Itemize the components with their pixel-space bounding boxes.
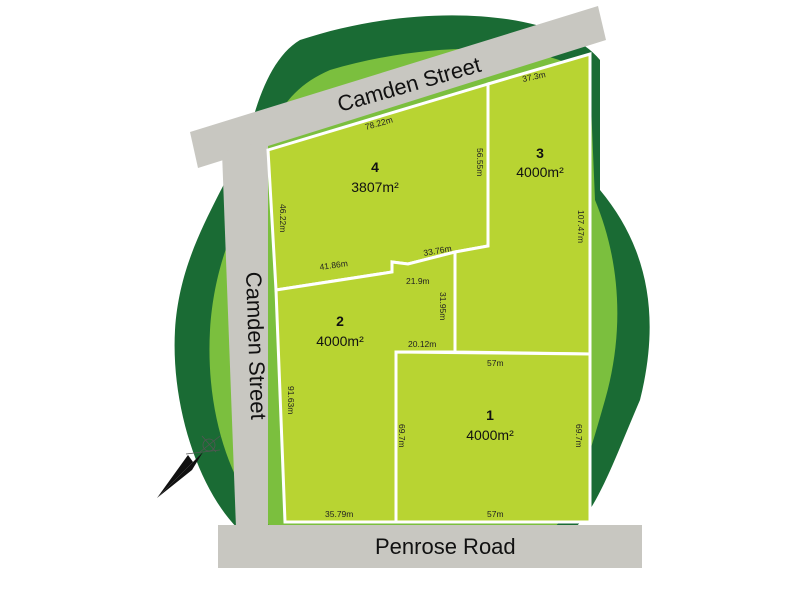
lot-2-area: 4000m² — [316, 333, 364, 349]
lot-4-dim-left: 46.22m — [278, 204, 288, 232]
camden-street-top-road — [190, 6, 606, 168]
camden-street-left-label: Camden Street — [241, 271, 271, 420]
lot-4-dim-bottom-left: 41.86m — [319, 258, 348, 272]
lot-1-dim-right: 69.7m — [574, 424, 584, 448]
lot-2-dim-top: 20.12m — [408, 339, 436, 349]
lot-2-number: 2 — [336, 313, 344, 329]
lot-3-dim-top: 37.3m — [521, 69, 546, 84]
penrose-road-label: Penrose Road — [375, 534, 516, 559]
lot-1-dim-bottom: 57m — [487, 509, 504, 519]
lot-1-dim-top: 57m — [487, 358, 504, 368]
lot-2-dim-step: 21.9m — [406, 276, 430, 286]
lot-3-number: 3 — [536, 145, 544, 161]
lot-4-dim-bottom-right: 33.76m — [423, 243, 453, 258]
lot-2[interactable] — [274, 250, 457, 524]
penrose-road — [218, 525, 642, 568]
lot-1-number: 1 — [486, 407, 494, 423]
lot-3-area: 4000m² — [516, 164, 564, 180]
lot-3-dim-right: 107.47m — [576, 210, 586, 243]
camden-street-left-road — [222, 140, 268, 528]
lot-4-dim-right: 56.55m — [475, 148, 485, 176]
lot-1[interactable] — [394, 350, 592, 524]
north-arrow-icon — [157, 435, 221, 498]
lot-4-area: 3807m² — [351, 179, 399, 195]
lot-2-dim-bottom: 35.79m — [325, 509, 353, 519]
lot-1-dim-left: 69.7m — [397, 424, 407, 448]
lot-1-area: 4000m² — [466, 427, 514, 443]
lot-4-number: 4 — [371, 159, 379, 175]
lot-2-dim-right: 31.95m — [438, 292, 448, 320]
lot-2-dim-left: 91.63m — [286, 386, 296, 414]
